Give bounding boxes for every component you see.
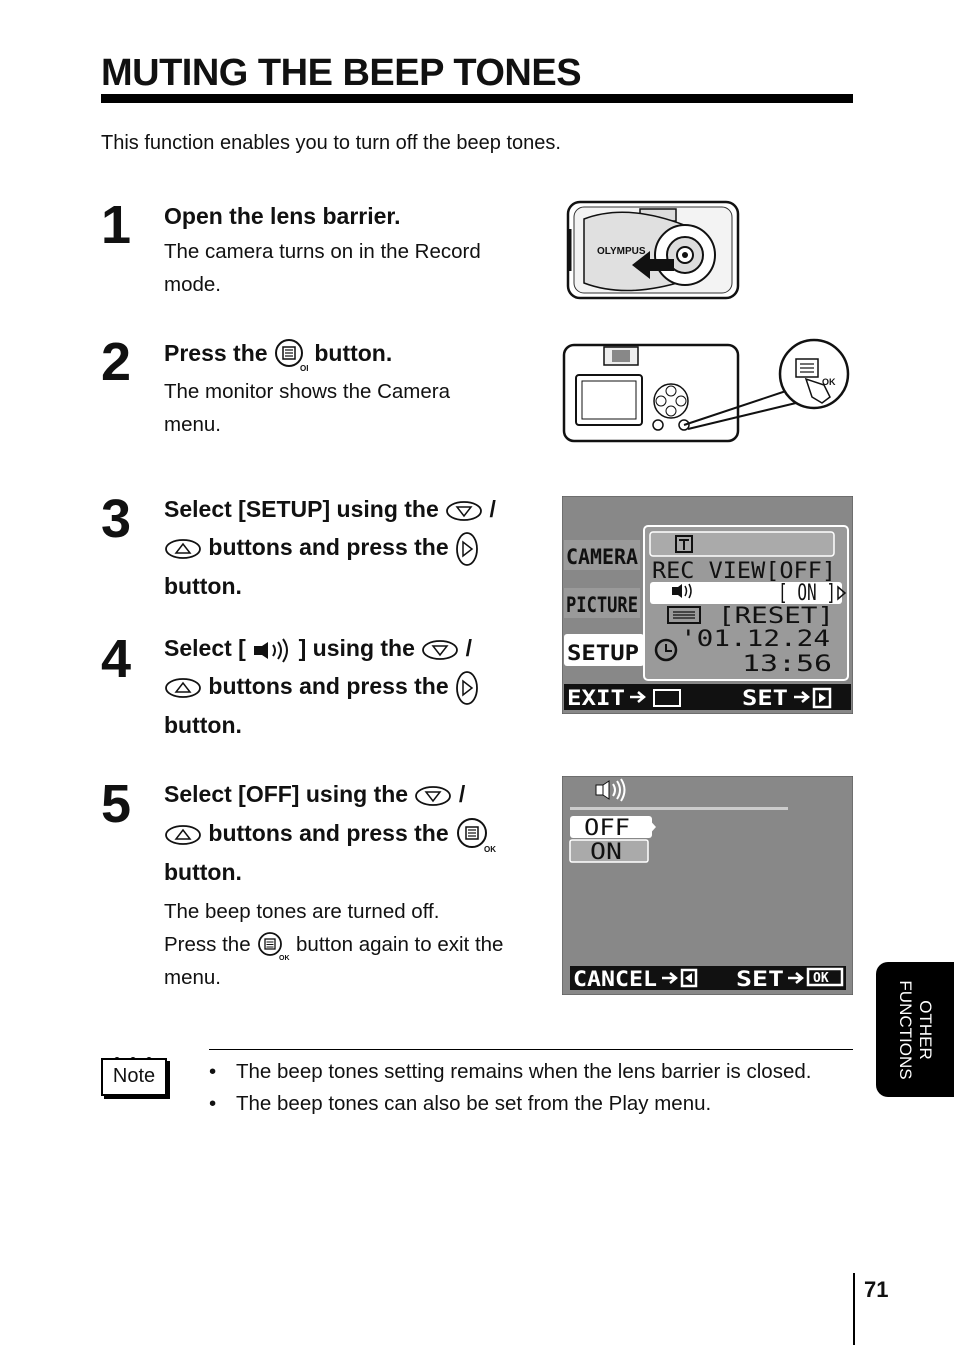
slide-arrow-icon [632, 251, 674, 279]
reset-row: [RESET] [718, 604, 834, 629]
note-item: The beep tones setting remains when the … [209, 1056, 849, 1088]
exit-label: EXIT [567, 686, 625, 710]
tab-camera: CAMERA [566, 545, 638, 569]
setup-text-icon [675, 535, 693, 553]
set-label-beep: SET [736, 967, 784, 991]
svg-text:OK: OK [279, 955, 290, 961]
cancel-arrow-icon [662, 972, 678, 984]
reset-icon [667, 606, 701, 624]
pressing-finger-icon [804, 377, 831, 404]
time-value: 13:56 [742, 652, 832, 677]
beep-title-icon [595, 778, 626, 802]
up-arrow-button-icon [165, 678, 201, 698]
step-1-heading: Open the lens barrier. [164, 203, 401, 229]
note-rule [209, 1049, 853, 1050]
up-arrow-button-icon [165, 539, 201, 559]
setup-menu-screen: CAMERA PICTURE SETUP REC VIEW[OFF] [ ON … [562, 496, 853, 714]
option-off: OFF [584, 816, 630, 841]
menu-ok-button-icon: OK [457, 817, 496, 853]
ok-key-label: OK [813, 971, 829, 986]
step-1-body: The camera turns on in the Record mode. [164, 240, 481, 296]
step-3-number: 3 [101, 489, 132, 549]
down-arrow-button-icon [446, 501, 483, 521]
menu-ok-button-icon: OK [258, 931, 290, 961]
right-arrow-button-icon [456, 532, 478, 566]
ok-key-glyph-icon [806, 967, 844, 987]
step-3-heading: Select [SETUP] using the / buttons and p… [164, 496, 496, 599]
cancel-label: CANCEL [573, 967, 657, 991]
step-5-number: 5 [101, 774, 132, 834]
date-value: '01.12.24 [680, 627, 830, 652]
beep-row-icon [672, 583, 692, 599]
note-list: The beep tones setting remains when the … [209, 1056, 849, 1120]
option-on: ON [590, 840, 622, 865]
step-2-heading: Press the OK button. [164, 334, 392, 372]
page-number-rule [853, 1273, 855, 1345]
down-arrow-button-icon [415, 786, 452, 806]
step-4-number: 4 [101, 629, 132, 689]
camera-back-illustration: OK [562, 338, 850, 443]
clock-icon [654, 638, 678, 662]
step-5-body: The beep tones are turned off. Press the… [164, 900, 504, 989]
note-label: Note [101, 1058, 167, 1096]
up-arrow-button-icon [165, 825, 201, 845]
svg-text:OK: OK [300, 364, 308, 372]
camera-brand-text: OLYMPUS [597, 246, 646, 257]
section-tab: OTHER FUNCTIONS [876, 962, 954, 1097]
right-key-glyph-icon [812, 687, 832, 709]
right-arrow-button-icon [456, 671, 478, 705]
step-4-heading: Select [ ] using the / buttons and press… [164, 629, 479, 744]
ok-label: OK [822, 377, 836, 387]
set-arrow-icon [794, 691, 810, 703]
tab-picture: PICTURE [566, 593, 638, 617]
beep-speaker-icon [254, 638, 289, 663]
intro-text: This function enables you to turn off th… [101, 132, 561, 154]
down-arrow-button-icon [422, 640, 459, 660]
step-2-body: The monitor shows the Camera menu. [164, 380, 450, 436]
menu-ok-button-icon: OK [274, 338, 308, 372]
set-label: SET [742, 686, 788, 710]
menu-button-glyph-icon [653, 689, 681, 707]
title-rule [101, 94, 853, 103]
page-title: MUTING THE BEEP TONES [101, 52, 582, 94]
step-1-number: 1 [101, 195, 132, 255]
camera-front-illustration: OLYMPUS [566, 200, 740, 300]
svg-text:OK: OK [484, 845, 496, 853]
page-number: 71 [864, 1277, 889, 1302]
beep-menu-screen: OFF ON CANCEL SET OK [562, 776, 853, 995]
step-2-number: 2 [101, 332, 132, 392]
rec-view-row: REC VIEW[OFF] [652, 559, 836, 584]
set-arrow-icon-beep [788, 972, 804, 984]
tab-setup: SETUP [567, 641, 639, 665]
step-5-heading: Select [OFF] using the / buttons and pre… [164, 781, 497, 885]
exit-arrow-icon [630, 691, 646, 703]
note-item: The beep tones can also be set from the … [209, 1088, 849, 1120]
beep-row-value: [ ON ] [778, 581, 836, 606]
left-key-glyph-icon [680, 968, 698, 988]
